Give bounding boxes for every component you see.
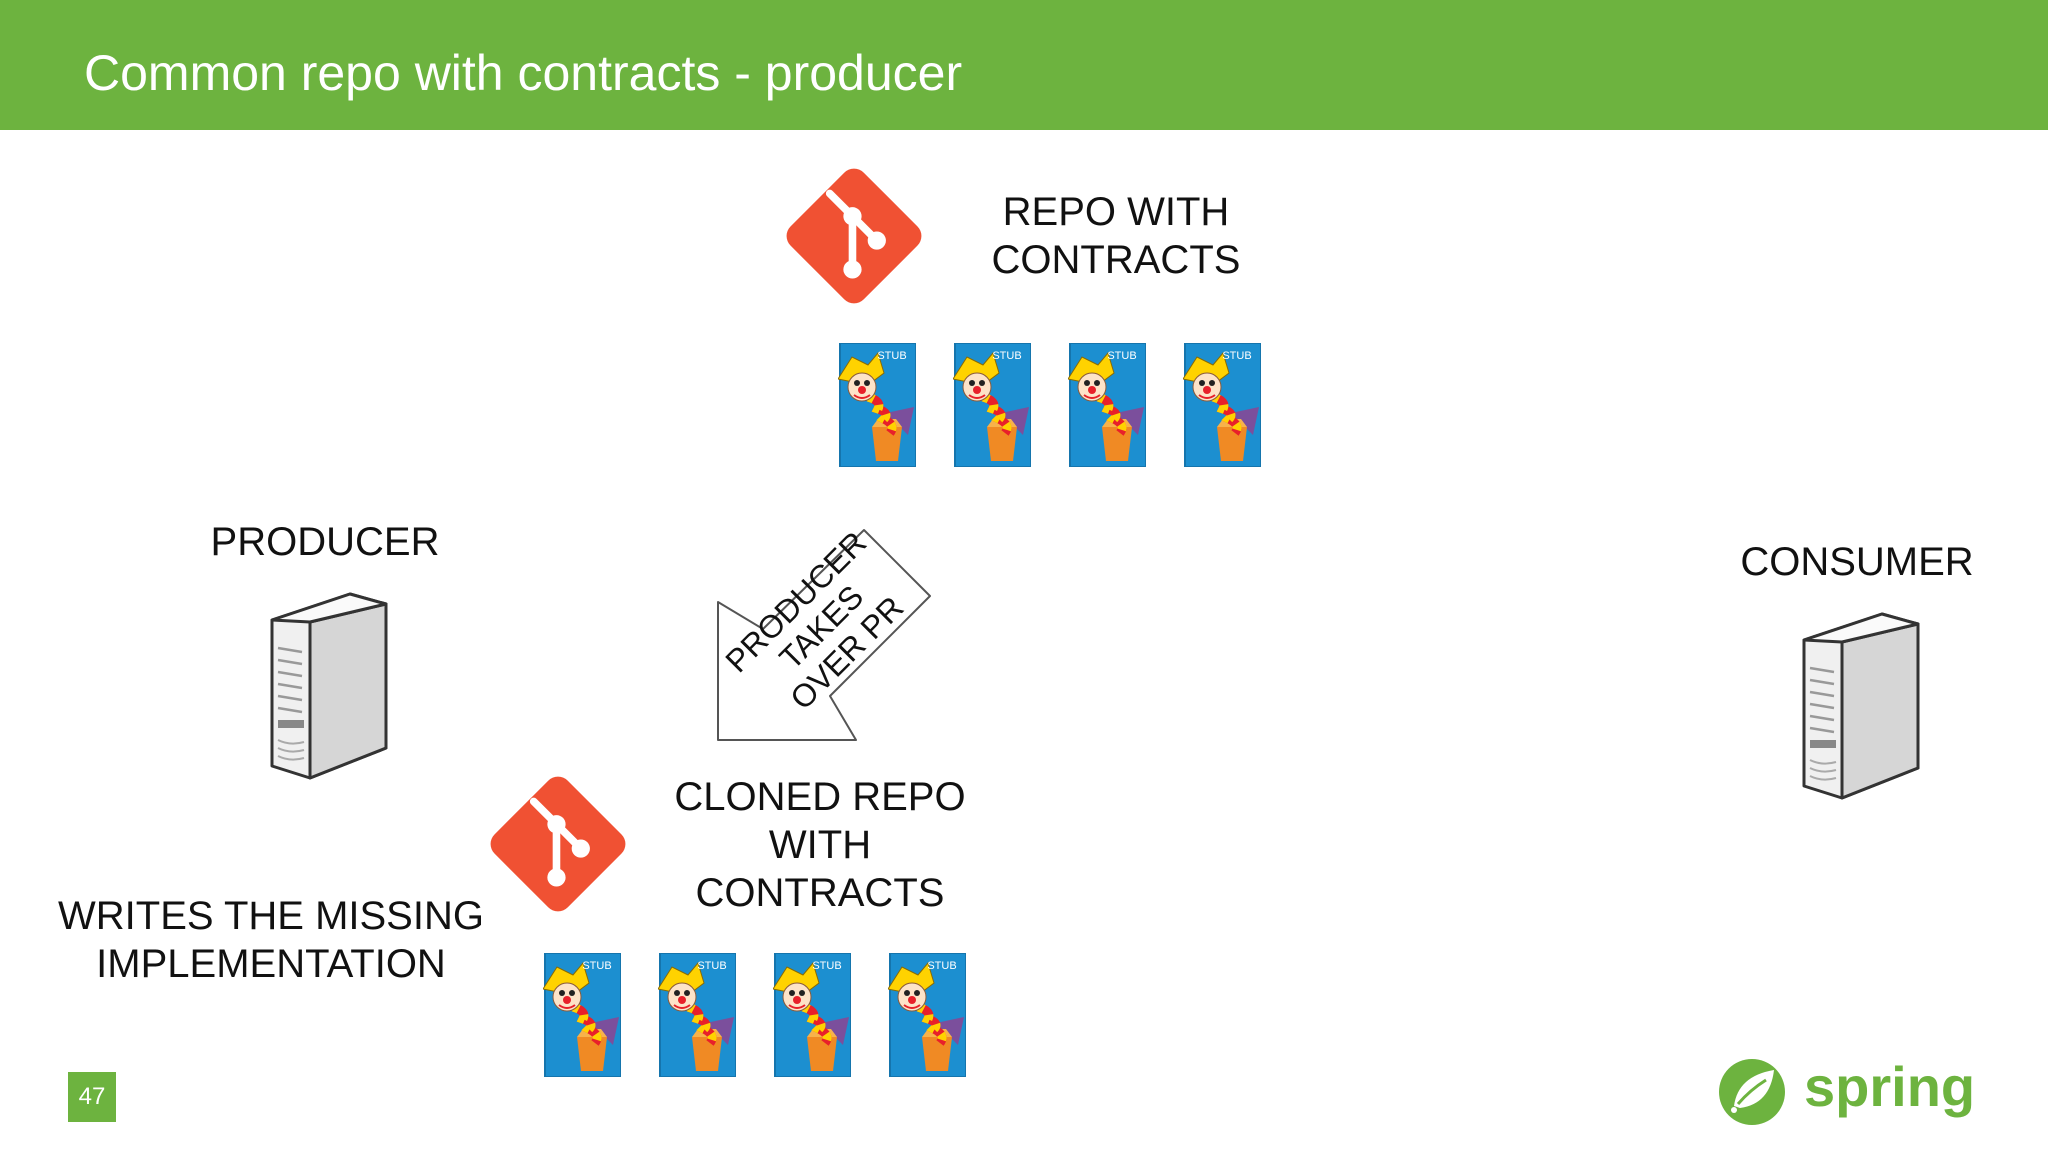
repo-label-line1: REPO WITH bbox=[1002, 190, 1230, 234]
repo-label-line2: CONTRACTS bbox=[991, 238, 1241, 282]
arrow-down-left-icon: PRODUCER TAKES OVER PR bbox=[717, 524, 931, 741]
consumer-server-icon bbox=[1798, 610, 1924, 800]
stub-icon: STUB bbox=[1183, 343, 1261, 467]
stub-icon: STUB bbox=[1068, 343, 1146, 467]
stub-icon: STUB bbox=[838, 343, 916, 467]
git-logo-icon bbox=[482, 768, 634, 920]
consumer-label: CONSUMER bbox=[1740, 540, 1974, 584]
slide-number: 47 bbox=[68, 1072, 116, 1122]
stub-label: STUB bbox=[1222, 350, 1251, 362]
cloned-repo-label-line2: WITH bbox=[768, 823, 872, 867]
git-logo-icon bbox=[778, 160, 930, 312]
stub-label: STUB bbox=[877, 350, 906, 362]
stub-icon: STUB bbox=[543, 953, 621, 1077]
stub-icon: STUB bbox=[773, 953, 851, 1077]
producer-server-icon bbox=[266, 590, 392, 780]
stub-label: STUB bbox=[582, 960, 611, 972]
stub-label: STUB bbox=[992, 350, 1021, 362]
producer-action-line2: IMPLEMENTATION bbox=[96, 942, 446, 986]
stub-label: STUB bbox=[927, 960, 956, 972]
cloned-repo-label: CLONED REPO WITH CONTRACTS bbox=[660, 773, 980, 917]
stub-label: STUB bbox=[812, 960, 841, 972]
cloned-repo-label-line1: CLONED REPO bbox=[674, 775, 966, 819]
title-bar: Common repo with contracts - producer bbox=[0, 0, 2048, 130]
producer-label: PRODUCER bbox=[210, 520, 440, 564]
spring-logo: spring bbox=[1719, 1055, 1975, 1125]
stub-icon: STUB bbox=[953, 343, 1031, 467]
stub-icon: STUB bbox=[888, 953, 966, 1077]
cloned-repo-label-line3: CONTRACTS bbox=[695, 871, 945, 915]
producer-action-text: WRITES THE MISSING IMPLEMENTATION bbox=[46, 892, 496, 988]
stub-label: STUB bbox=[697, 960, 726, 972]
stub-label: STUB bbox=[1107, 350, 1136, 362]
slide-title: Common repo with contracts - producer bbox=[84, 45, 963, 101]
repo-label: REPO WITH CONTRACTS bbox=[976, 188, 1256, 284]
stub-icon: STUB bbox=[658, 953, 736, 1077]
spring-logo-text: spring bbox=[1804, 1055, 1975, 1118]
producer-action-line1: WRITES THE MISSING bbox=[58, 894, 484, 938]
